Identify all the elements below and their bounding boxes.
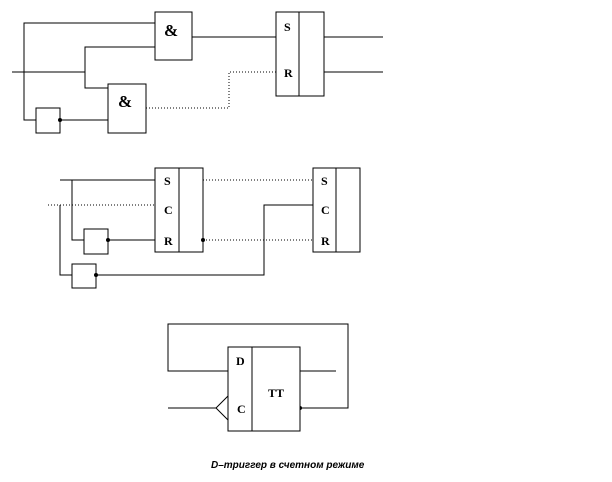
- d-input-label: D: [236, 354, 245, 368]
- wire-and1-in2: [84, 46, 155, 89]
- wire-and2-to-r: [146, 71, 276, 109]
- inverter-2-dot: [94, 273, 98, 277]
- and-gate-top: [154, 11, 193, 61]
- ff2-c-label: C: [321, 203, 330, 217]
- wire-inverter2-to-c2: [96, 204, 313, 276]
- inverter-1: [83, 228, 109, 255]
- ff1-r-label: R: [164, 234, 173, 248]
- wire-clock-feed: [71, 180, 84, 241]
- d-flipflop: [227, 346, 301, 432]
- and-gate-top-label: &: [164, 21, 178, 40]
- dynamic-clock-indicator: [215, 395, 229, 421]
- diagram-caption: D–триггер в счетном режиме: [211, 460, 365, 471]
- inverter-1-dot: [106, 238, 110, 242]
- tt-label: TT: [268, 386, 284, 400]
- inverter-2: [71, 263, 97, 289]
- rs-flipflop-s-label: S: [284, 20, 291, 34]
- wire-feedback-loop: [167, 323, 349, 409]
- wire-lower-loop: [59, 205, 72, 276]
- and-gate-bottom-label: &: [118, 92, 132, 111]
- circuit-1: & & S R: [12, 11, 383, 134]
- c-input-label: C: [237, 402, 246, 416]
- circuit-3: D C TT: [167, 323, 349, 432]
- rs-flipflop-r-label: R: [284, 66, 293, 80]
- rs-flipflop: [275, 11, 325, 97]
- ff2-r-label: R: [321, 234, 330, 248]
- and-gate-bottom: [107, 83, 147, 134]
- ff1-s-label: S: [164, 174, 171, 188]
- inverter-output-dot: [58, 118, 62, 122]
- flipflop-1-out-dot: [201, 238, 205, 242]
- ff2-s-label: S: [321, 174, 328, 188]
- ff1-c-label: C: [164, 203, 173, 217]
- circuit-2: S C R S C R: [48, 167, 361, 289]
- inverter-box: [35, 107, 61, 134]
